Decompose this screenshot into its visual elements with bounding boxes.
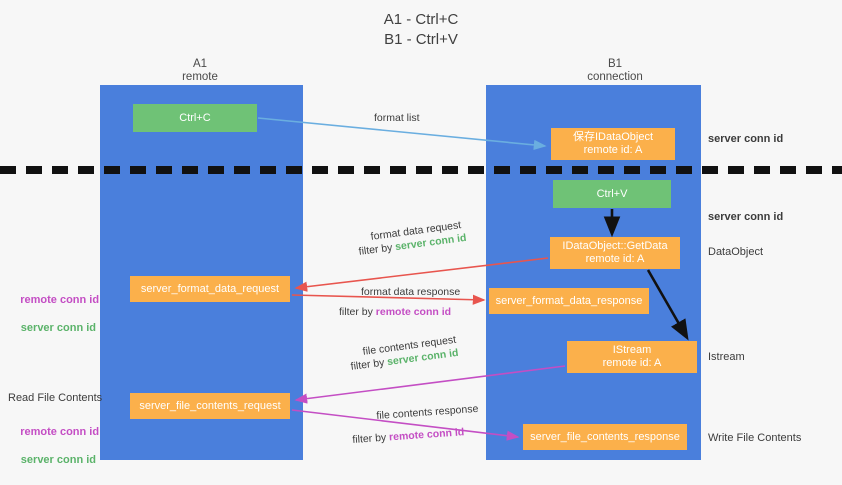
node-istream-label: IStream xyxy=(612,344,652,356)
node-server-format-data-response[interactable]: server_format_data_response xyxy=(489,288,649,314)
edge-label-format-list: format list xyxy=(374,112,420,124)
filter-prefix: filter by xyxy=(339,306,376,318)
left-label-server-conn-id-2: server conn id xyxy=(20,454,96,466)
edge-label-format-data-response-filter: filter by remote conn id xyxy=(339,306,451,319)
node-getdata-remote-id: remote id: A xyxy=(585,253,645,265)
node-idataobject-label: 保存IDataObject xyxy=(572,131,654,143)
left-label-remote-conn-id-2: remote conn id xyxy=(20,426,100,438)
node-server-format-data-request-label: server_format_data_request xyxy=(140,282,280,295)
node-getdata-label: IDataObject::GetData xyxy=(562,240,668,252)
edge-label-format-data-response: format data response xyxy=(361,286,461,298)
side-label-istream: Istream xyxy=(708,351,745,363)
node-server-format-data-response-label: server_format_data_response xyxy=(495,294,643,307)
left-label-read-file-contents: Read File Contents xyxy=(8,392,103,404)
node-istream[interactable]: IStream remote id: A xyxy=(567,341,697,373)
side-label-write-file-contents: Write File Contents xyxy=(708,432,802,444)
edge-label-file-contents-response: file contents response xyxy=(376,402,479,422)
column-subtitle-a1: remote xyxy=(182,71,218,83)
filter-prefix: filter by xyxy=(350,356,389,373)
node-ctrl-c[interactable]: Ctrl+C xyxy=(133,104,257,132)
filter-prefix: filter by xyxy=(358,241,397,258)
node-server-format-data-request[interactable]: server_format_data_request xyxy=(130,276,290,302)
filter-value-remote-conn-id: remote conn id xyxy=(388,426,465,444)
column-title-b1: B1 xyxy=(607,58,623,70)
side-label-server-conn-id-top: server conn id xyxy=(708,133,784,145)
edge-label-file-contents-response-filter: filter by remote conn id xyxy=(352,426,465,447)
node-ctrl-c-label: Ctrl+C xyxy=(179,111,211,124)
column-title-a1: A1 xyxy=(192,58,208,70)
node-ctrl-v-label: Ctrl+V xyxy=(596,187,628,200)
column-subtitle-b1: connection xyxy=(587,71,643,83)
node-ctrl-v[interactable]: Ctrl+V xyxy=(553,180,671,208)
node-server-file-contents-request-label: server_file_contents_request xyxy=(139,399,281,412)
node-server-file-contents-response-label: server_file_contents_response xyxy=(530,430,680,443)
left-label-conn-ids-top: remote conn id server conn id xyxy=(8,279,100,349)
dashed-separator xyxy=(0,166,842,174)
node-idataobject[interactable]: 保存IDataObject remote id: A xyxy=(551,128,675,160)
left-label-conn-ids-bottom: remote conn id server conn id xyxy=(8,411,100,481)
node-idataobject-remote-id: remote id: A xyxy=(583,144,643,156)
left-label-server-conn-id-1: server conn id xyxy=(20,322,96,334)
filter-prefix: filter by xyxy=(352,431,390,446)
node-server-file-contents-request[interactable]: server_file_contents_request xyxy=(130,393,290,419)
node-istream-remote-id: remote id: A xyxy=(602,357,662,369)
node-server-file-contents-response[interactable]: server_file_contents_response xyxy=(523,424,687,450)
side-label-dataobject: DataObject xyxy=(708,246,764,258)
node-getdata[interactable]: IDataObject::GetData remote id: A xyxy=(550,237,680,269)
side-label-server-conn-id-mid: server conn id xyxy=(708,211,784,223)
page-title: A1 - Ctrl+C B1 - Ctrl+V xyxy=(383,11,459,48)
left-label-remote-conn-id-1: remote conn id xyxy=(20,294,100,306)
filter-value-remote-conn-id: remote conn id xyxy=(375,306,452,318)
